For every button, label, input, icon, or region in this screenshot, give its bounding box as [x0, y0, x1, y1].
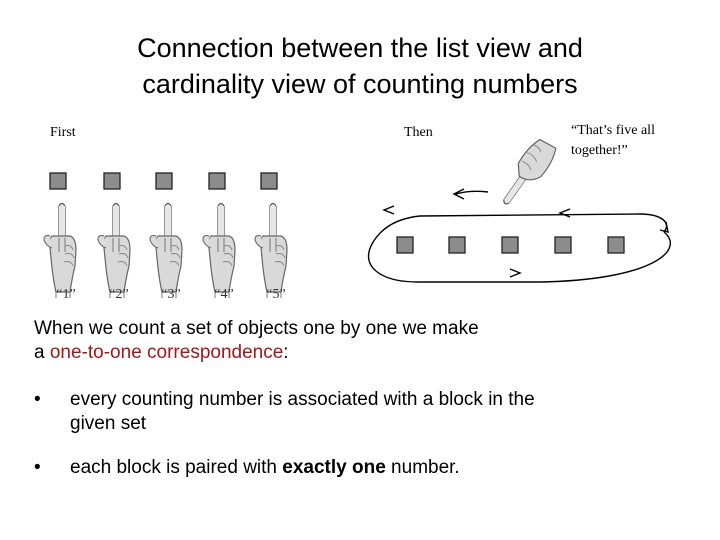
pointing-hand-icon: [97, 202, 131, 299]
count-label: “4”: [214, 287, 233, 302]
block: [103, 172, 121, 190]
exactly-one-emphasis: exactly one: [282, 457, 386, 478]
block: [396, 236, 414, 254]
bullet-icon: •: [34, 457, 41, 478]
block: [49, 172, 67, 190]
right-blocks: [396, 236, 625, 254]
pointing-hand-icon: [202, 202, 236, 299]
bullet-icon: •: [34, 389, 41, 410]
slide-title: Connection between the list view and car…: [40, 30, 680, 102]
counting-loop: [367, 213, 671, 283]
count-label: “1”: [56, 287, 75, 302]
block: [260, 172, 278, 190]
left-blocks: [49, 172, 278, 190]
first-label: First: [50, 125, 76, 140]
bullet-2-suffix: number.: [385, 457, 460, 478]
arrow-icon: [509, 268, 522, 278]
bullet-item: • each block is paired with exactly one …: [34, 456, 674, 480]
gesturing-hand-icon: [503, 138, 557, 205]
count-label: “2”: [109, 287, 128, 302]
bullet-list: • every counting number is associated wi…: [34, 388, 674, 500]
quote-line-2: together!”: [571, 143, 628, 158]
arrow-icon: [382, 205, 395, 215]
bullet-1-line-2: given set: [70, 413, 147, 434]
then-label: Then: [404, 125, 433, 140]
count-label: “5”: [266, 287, 285, 302]
counting-figure: First “1” “2” “3” “4” “5” Then “That’s f…: [43, 123, 671, 302]
block: [554, 236, 572, 254]
arrow-icon: [659, 221, 669, 233]
title-line-2: cardinality view of counting numbers: [142, 69, 578, 99]
count-labels: “1” “2” “3” “4” “5”: [56, 287, 285, 302]
bullet-1-line-1: every counting number is associated with…: [70, 389, 535, 410]
bullet-item: • every counting number is associated wi…: [34, 388, 674, 436]
arrow-icon: [455, 190, 489, 195]
bullet-2-prefix: each block is paired with: [70, 457, 283, 478]
pointing-hand-icon: [43, 202, 77, 299]
intro-line-2: a one-to-one correspondence:: [34, 341, 674, 365]
arrow-icon: [452, 188, 465, 200]
arrow-icon: [558, 208, 571, 218]
count-label: “3”: [161, 287, 180, 302]
intro-line-2-prefix: a: [34, 342, 50, 363]
block: [208, 172, 226, 190]
block: [155, 172, 173, 190]
pointing-hand-icon: [149, 202, 183, 299]
block: [448, 236, 466, 254]
pointing-hands: [43, 202, 288, 299]
bullet-2-line-1: each block is paired with exactly one nu…: [70, 456, 674, 480]
block: [607, 236, 625, 254]
intro-paragraph: When we count a set of objects one by on…: [34, 317, 674, 365]
title-line-1: Connection between the list view and: [137, 33, 583, 63]
one-to-one-correspondence-term: one-to-one correspondence: [49, 342, 284, 363]
quote-line-1: “That’s five all: [571, 123, 655, 138]
intro-line-1: When we count a set of objects one by on…: [34, 318, 479, 339]
pointing-hand-icon: [254, 202, 288, 299]
block: [501, 236, 519, 254]
intro-line-2-suffix: :: [283, 342, 289, 363]
